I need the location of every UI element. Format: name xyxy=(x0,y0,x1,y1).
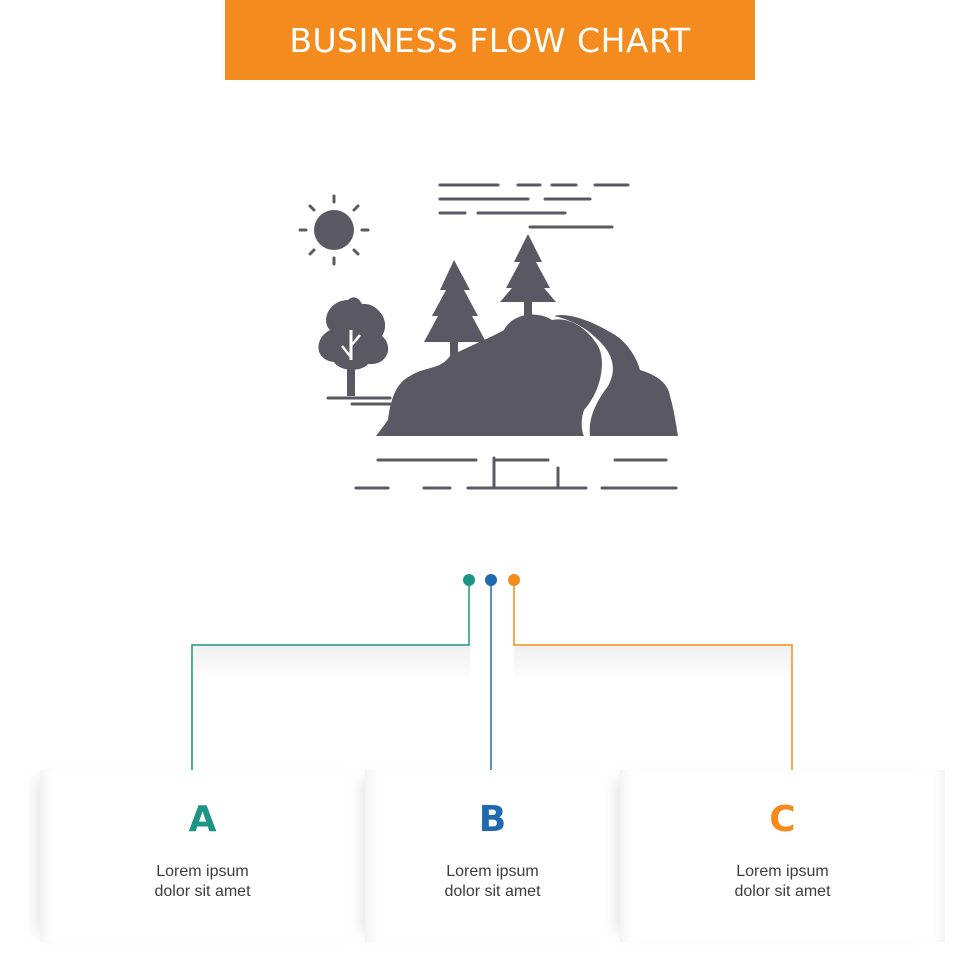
step-letter-a: A xyxy=(189,798,217,842)
connector-shadow-a xyxy=(192,646,470,682)
step-card-a: A Lorem ipsum dolor sit amet xyxy=(40,770,365,942)
step-b-line-1: Lorem ipsum xyxy=(444,862,540,882)
hill-icon xyxy=(376,315,678,436)
step-card-c: C Lorem ipsum dolor sit amet xyxy=(620,770,945,942)
step-description-a: Lorem ipsum dolor sit amet xyxy=(154,862,250,902)
step-letter-b: B xyxy=(479,798,506,842)
flow-connectors xyxy=(0,560,980,800)
landscape-svg xyxy=(290,170,690,510)
ground-lines xyxy=(356,458,676,488)
node-dot-c xyxy=(508,574,520,586)
step-description-c: Lorem ipsum dolor sit amet xyxy=(734,862,830,902)
step-description-b: Lorem ipsum dolor sit amet xyxy=(444,862,540,902)
landscape-hill-trees-sun-icon xyxy=(290,170,690,510)
node-dot-b xyxy=(485,574,497,586)
sun-icon xyxy=(300,196,368,264)
node-dot-a xyxy=(463,574,475,586)
step-c-line-1: Lorem ipsum xyxy=(734,862,830,882)
round-tree-icon xyxy=(318,297,390,404)
step-c-line-2: dolor sit amet xyxy=(734,882,830,902)
step-letter-c: C xyxy=(769,798,795,842)
step-a-line-2: dolor sit amet xyxy=(154,882,250,902)
title-banner: BUSINESS FLOW CHART xyxy=(225,0,755,80)
sky-lines xyxy=(440,185,628,227)
connector-shadow-c xyxy=(514,646,792,682)
step-card-b: B Lorem ipsum dolor sit amet xyxy=(365,770,620,942)
page-title: BUSINESS FLOW CHART xyxy=(289,21,690,60)
step-b-line-2: dolor sit amet xyxy=(444,882,540,902)
step-a-line-1: Lorem ipsum xyxy=(154,862,250,882)
